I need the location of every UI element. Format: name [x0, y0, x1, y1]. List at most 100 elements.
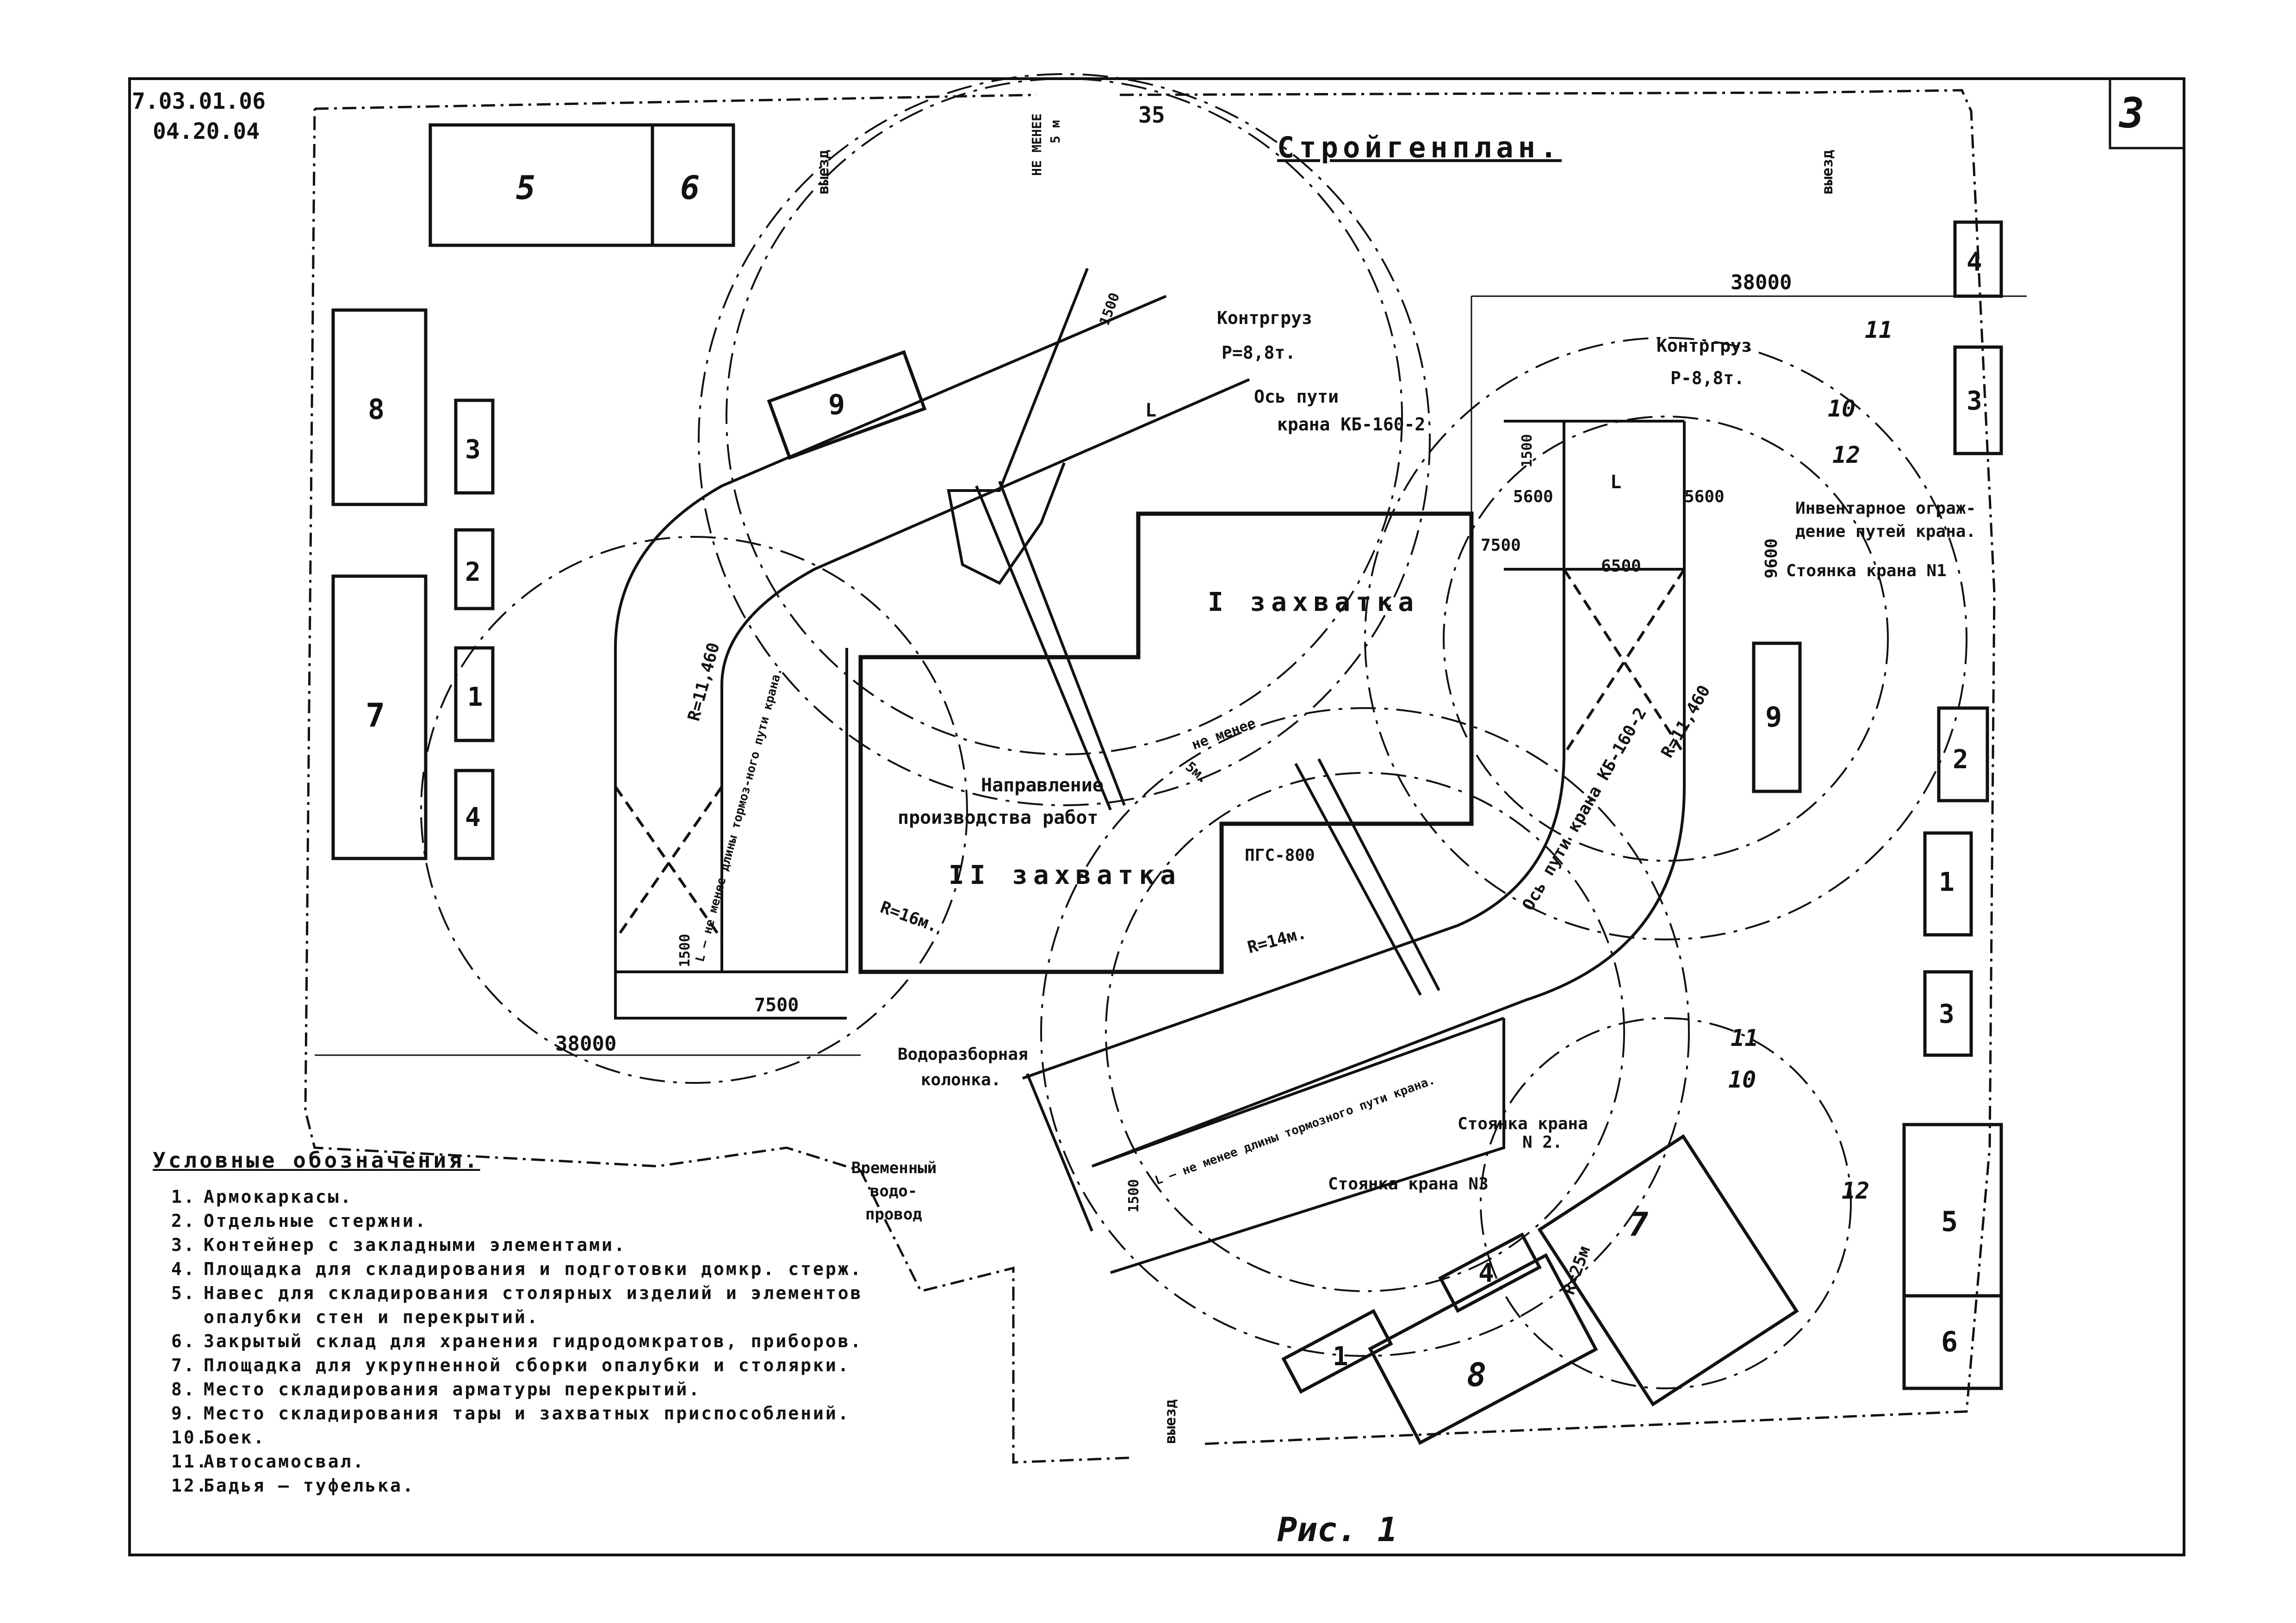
block-8-bottom: 8: [1467, 1356, 1486, 1394]
plan-title: Стройгенплан.: [1277, 131, 1562, 164]
dim-L2: L: [1145, 400, 1156, 421]
crane-axis-2: Ось пути крана КБ-160-2: [1519, 704, 1651, 914]
zone-1-label: I захватка: [1208, 587, 1419, 617]
legend-item: 1.Армокаркасы.: [171, 1185, 863, 1209]
storage-blocks: [331, 123, 2003, 1445]
legend-item: опалубки стен и перекрытий.: [171, 1305, 863, 1329]
radius-r11460-b: R=11,460: [1657, 682, 1714, 761]
legend-item-text: Площадка для складирования и подготовки …: [204, 1259, 863, 1279]
crane-stop-2a: Стоянка крана: [1458, 1114, 1588, 1133]
legend-item-text: Место складирования арматуры перекрытий.: [204, 1379, 701, 1399]
counterweight-2-val: Р-8,8т.: [1670, 368, 1744, 388]
legend-item-text: Контейнер с закладными элементами.: [204, 1235, 627, 1255]
block-3-right-top: 3: [1967, 386, 1982, 416]
legend-item: 11.Автосамосвал.: [171, 1449, 863, 1474]
block-6-top: 6: [680, 169, 700, 207]
legend-item-number: 8.: [171, 1379, 196, 1399]
doc-code-2: 04.20.04: [153, 118, 260, 144]
dim-5600-a: 5600: [1513, 487, 1553, 506]
item-12-bottom: 12: [1842, 1177, 1869, 1204]
dim-1500-c: 1500: [1126, 1179, 1142, 1213]
radius-r11460-a: R=11,460: [684, 640, 723, 723]
legend-item-number: 12.: [171, 1475, 209, 1496]
counterweight-2: Контргруз: [1657, 336, 1752, 356]
legend-item: 5.Навес для складирования столярных изде…: [171, 1281, 863, 1305]
block-2-right: 2: [1953, 745, 1968, 775]
doc-code-1: 7.03.01.06: [132, 88, 266, 114]
item-10-top: 10: [1828, 395, 1855, 422]
item-12-top: 12: [1832, 442, 1860, 468]
block-7-left: 7: [366, 696, 385, 734]
not-less-top: НЕ МЕНЕЕ: [1029, 113, 1044, 176]
legend-item: 6. Закрытый склад для хранения гидродомкр…: [171, 1329, 863, 1353]
pgs-label: ПГС-800: [1245, 846, 1315, 865]
legend-item-number: 2.: [171, 1211, 196, 1231]
legend-item-text: Автосамосвал.: [204, 1451, 366, 1472]
crane-stop-3: Стоянка крана N3: [1328, 1175, 1489, 1194]
water-2: водо-: [870, 1182, 917, 1200]
legend-item-number: 11.: [171, 1451, 209, 1472]
legend-item-text: Навес для складирования столярных издели…: [204, 1283, 863, 1303]
block-4-bottom: 4: [1478, 1258, 1494, 1288]
drawing-text: 7.03.01.06 04.20.04 35 3 Стройгенплан. Р…: [132, 88, 2144, 1549]
block-5-right: 5: [1941, 1206, 1958, 1238]
dim-5600-b: 5600: [1684, 487, 1725, 506]
building-outline: [858, 511, 1474, 974]
block-1-left: 1: [467, 682, 483, 712]
block-6-right: 6: [1941, 1326, 1958, 1358]
legend-item-text: Армокаркасы.: [204, 1187, 353, 1207]
legend-item-number: 4.: [171, 1259, 196, 1279]
not-less-5m-dim: 5м.: [1182, 759, 1212, 787]
legend-item-text: Бадья — туфелька.: [204, 1475, 415, 1496]
dim-1500-b: 1500: [1097, 291, 1123, 328]
block-9-mid: 9: [828, 389, 845, 421]
legend-item-text: Закрытый склад для хранения гидродомкрат…: [204, 1331, 863, 1351]
block-8-left: 8: [368, 393, 385, 426]
crane-track-2: [1022, 420, 1686, 1168]
legend-item: 2.Отдельные стержни.: [171, 1209, 863, 1233]
radius-r14: R=14м.: [1246, 923, 1309, 957]
crane-jibs: [947, 267, 1440, 996]
dim-6500: 6500: [1601, 557, 1641, 576]
dim-38000-bottom: 38000: [555, 1032, 616, 1056]
counterweight-1: Контргруз: [1217, 308, 1312, 328]
legend-item-number: 10.: [171, 1427, 209, 1448]
dimension-lines: [315, 295, 2027, 1056]
sheet-number: 3: [2118, 89, 2144, 137]
not-less-5m: не менее: [1190, 715, 1258, 753]
dim-38000-top: 38000: [1731, 271, 1792, 294]
water-1: Временный: [851, 1159, 937, 1177]
legend-item-number: 6.: [171, 1331, 196, 1351]
block-5-top: 5: [516, 169, 535, 207]
fence-label-1: Инвентарное ограж-: [1795, 499, 1976, 518]
legend-item: 7.Площадка для укрупненной сборки опалуб…: [171, 1353, 863, 1377]
legend-item: 4. Площадка для складирования и подготовк…: [171, 1257, 863, 1281]
block-3-left: 3: [465, 435, 481, 465]
legend-item-number: 9.: [171, 1403, 196, 1424]
dim-L1: L: [1610, 472, 1621, 493]
legend-item: 9.Место складирования тары и захватных п…: [171, 1401, 863, 1425]
exit-label-top-left: выезд: [814, 150, 832, 194]
item-10-bottom: 10: [1728, 1066, 1756, 1093]
not-less-top-dim: 5 м: [1048, 120, 1063, 143]
crane-axis-1a: Ось пути: [1254, 386, 1339, 407]
block-4-right-top: 4: [1967, 247, 1982, 277]
crane-stop-2b: N 2.: [1522, 1133, 1563, 1152]
legend-item: 12.Бадья — туфелька.: [171, 1474, 863, 1498]
site-fence: [304, 89, 1996, 1464]
item-11-bottom: 11: [1731, 1025, 1758, 1051]
dim-1500-a: 1500: [1519, 434, 1535, 467]
hydrant-1: Водоразборная: [898, 1045, 1028, 1064]
legend-item: 3.Контейнер с закладными элементами.: [171, 1233, 863, 1257]
crane-track-1: [614, 295, 1250, 1020]
fence-label-2: дение путей крана.: [1795, 522, 1976, 541]
direction-2: производства работ: [898, 807, 1098, 828]
crane-track-3: [1026, 1017, 1505, 1274]
brake-right: L — не менее длины тормозного пути крана…: [1153, 1073, 1437, 1188]
block-3-right: 3: [1939, 999, 1955, 1029]
block-2-left: 2: [465, 557, 481, 587]
exit-label-bottom: выезд: [1161, 1399, 1179, 1444]
page-number: 35: [1138, 102, 1165, 128]
block-9-right: 9: [1765, 701, 1782, 734]
